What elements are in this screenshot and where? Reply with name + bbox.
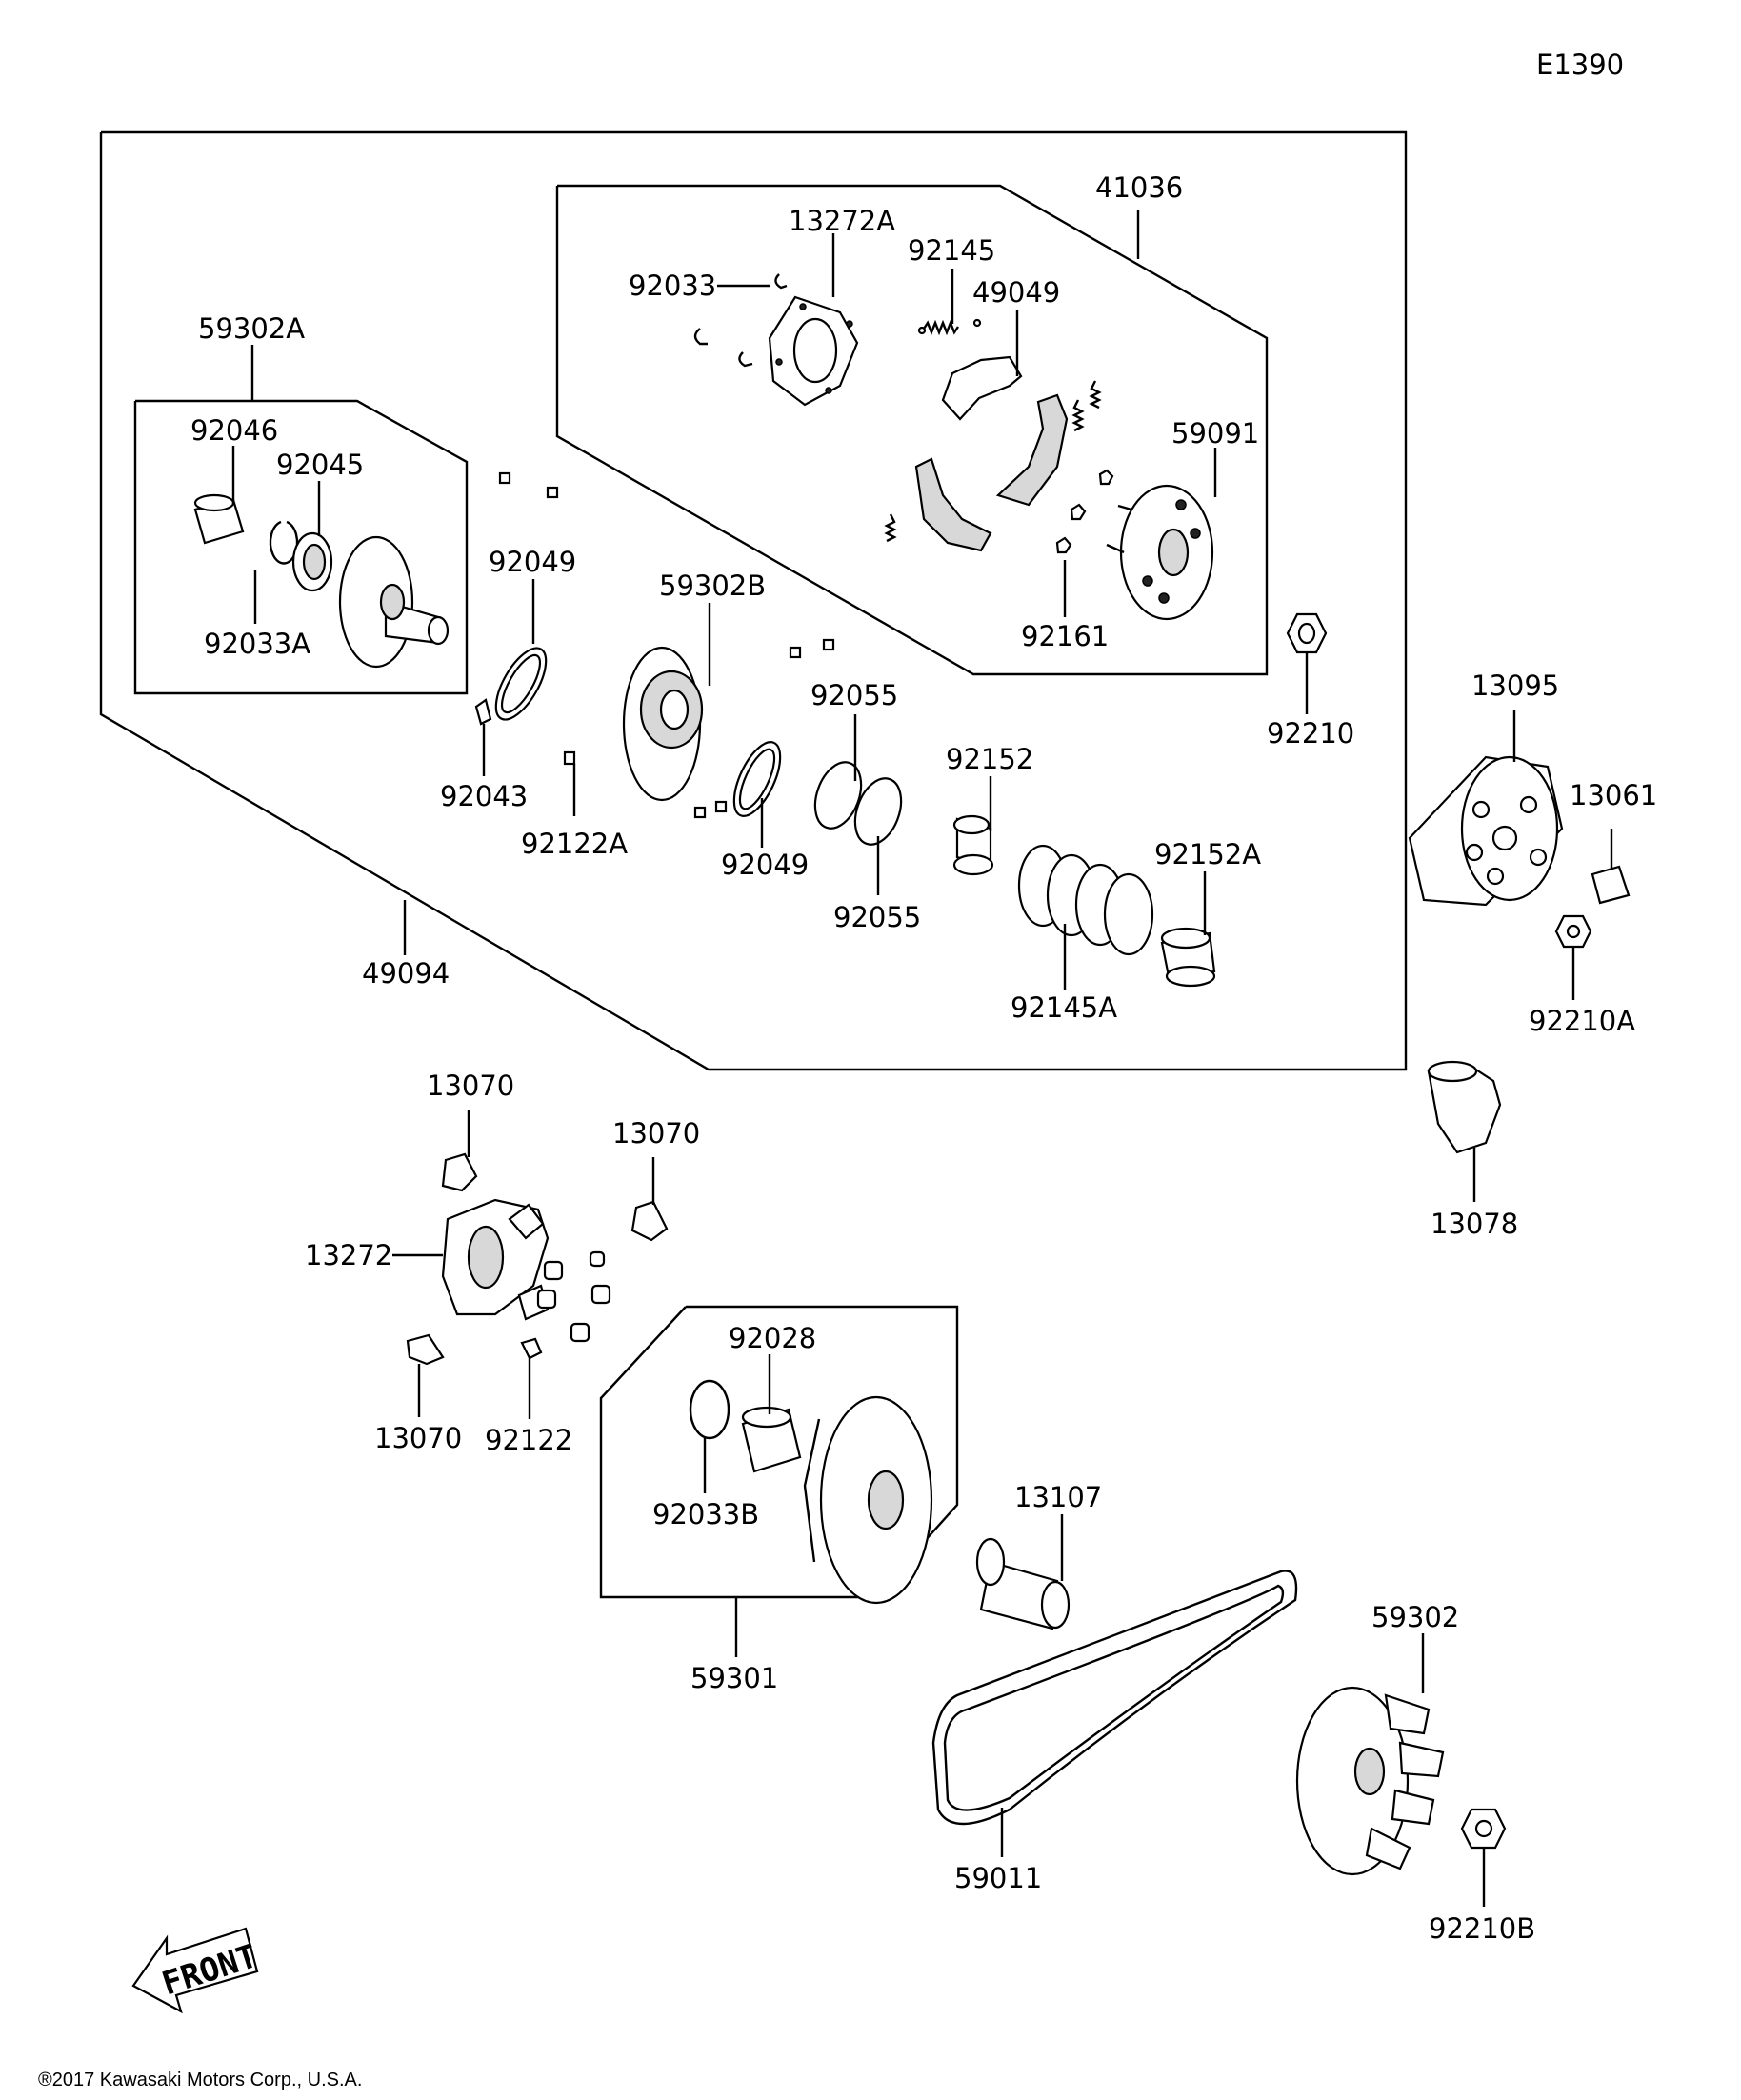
label-92122: 92122 [485,1424,572,1456]
part-92210A-nut [1554,914,1592,949]
label-92028: 92028 [729,1322,816,1354]
label-13070-b: 13070 [612,1117,700,1150]
part-59302B-sheave [622,646,704,802]
part-59011-belt [931,1570,1298,1826]
assembly-outline-59302A [133,399,469,695]
label-92049-b: 92049 [721,849,809,881]
label-92210: 92210 [1267,717,1354,750]
label-92161: 92161 [1021,620,1109,652]
part-92210B-nut [1460,1808,1507,1850]
part-92055-oring-a [813,761,863,830]
part-small-pins-mid [693,800,728,819]
part-92210-nut [1286,612,1328,654]
label-92033B: 92033B [652,1498,759,1530]
part-59302-drive-fan [1295,1686,1445,1876]
label-41036: 41036 [1095,171,1183,204]
label-13061: 13061 [1570,779,1657,811]
part-59302A-sheave [338,535,450,669]
part-59091-backplate [1106,484,1214,621]
label-92046: 92046 [190,414,278,447]
leader-lines [231,210,1613,1907]
part-13272-ramp-plate [441,1198,550,1321]
label-92055-a: 92055 [810,679,898,711]
part-13272A-plate [768,295,859,407]
assembly-outline-49094 [99,130,1408,1071]
label-59091: 59091 [1171,417,1259,450]
label-59011: 59011 [954,1862,1042,1894]
label-49049: 49049 [972,276,1060,309]
part-13095-clutch-drum [1408,755,1564,907]
part-92145-spring [917,318,982,336]
label-13272A: 13272A [789,205,895,237]
label-92152A: 92152A [1154,838,1261,870]
part-13061-collar [1591,865,1631,905]
label-92122A: 92122A [521,828,628,860]
part-92033A-circlip [269,520,299,565]
label-13070-a: 13070 [427,1070,514,1102]
part-13070-slider-a [441,1152,478,1192]
label-92045: 92045 [276,449,364,481]
assembly-outline-41036 [555,184,1269,676]
part-92033B-circlip [689,1379,730,1440]
part-13078-cam [1427,1060,1502,1154]
part-92045-bearing [291,531,333,592]
label-92210B: 92210B [1429,1912,1535,1945]
label-49094: 49094 [362,957,450,990]
part-92122-pin [520,1337,543,1360]
label-92043: 92043 [440,780,528,812]
part-92122A-pin [563,750,576,766]
label-92152: 92152 [946,743,1033,775]
part-13107-collar [975,1537,1071,1630]
part-59301-fixed-sheave [803,1395,933,1605]
part-92033-clips [693,273,788,368]
label-92145A: 92145A [1011,991,1117,1024]
part-92152-collar [952,814,994,876]
label-92033: 92033 [629,270,716,302]
part-49049-clutch-shoes [884,355,1102,552]
label-13078: 13078 [1431,1208,1518,1240]
label-59301: 59301 [690,1662,778,1694]
part-pins-top [498,471,835,659]
label-13070-c: 13070 [374,1422,462,1454]
part-92043-pin [474,698,492,726]
part-13070-slider-c [406,1333,445,1366]
label-92055-b: 92055 [833,901,921,933]
front-arrow: FRONT [131,1927,262,2014]
part-92046-bearing [193,493,245,545]
part-92145A-spring [1017,844,1154,956]
label-92210A: 92210A [1529,1005,1635,1037]
part-92055-oring-b [853,777,903,846]
label-59302B: 59302B [659,570,766,602]
part-rollers [536,1250,611,1343]
part-92152A-collar [1160,927,1216,988]
copyright-text: ®2017 Kawasaki Motors Corp., U.S.A. [38,2070,362,2090]
part-92161-nuts [1055,469,1114,554]
label-59302A: 59302A [198,312,305,345]
diagram-code: E1390 [1536,49,1624,81]
part-13070-slider-b [630,1200,669,1242]
label-92049-a: 92049 [489,546,576,578]
label-13272: 13272 [305,1239,392,1271]
label-92033A: 92033A [204,628,310,660]
part-92049-seal-a [494,647,548,721]
label-13107: 13107 [1014,1481,1102,1513]
label-59302: 59302 [1371,1601,1459,1633]
label-13095: 13095 [1471,670,1559,702]
part-labels: 41036 13272A 92145 92033 49049 59091 921… [190,171,1657,1945]
part-92028-bushing [741,1406,802,1473]
label-92145: 92145 [908,234,995,267]
part-92049-seal-b [732,741,782,817]
